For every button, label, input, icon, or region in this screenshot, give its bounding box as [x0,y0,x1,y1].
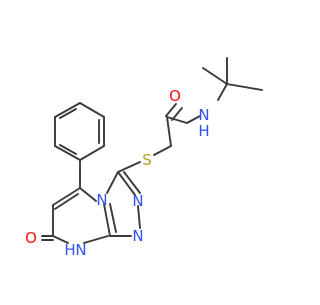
bond [117,171,136,196]
atom-n-amide: N [198,106,209,124]
bond [79,102,105,118]
bond [186,115,201,124]
bond [103,203,111,237]
atom-o-amide: O [169,87,181,105]
bond [79,187,97,202]
bond [165,103,177,117]
bond [117,161,141,173]
atom-s-thioether: S [142,151,152,169]
bond [171,107,183,121]
bond [52,235,69,244]
bonds [41,57,263,244]
bond [153,145,172,156]
bond [59,108,77,119]
bond [54,145,81,161]
atom-n-bridge: N [96,191,107,209]
bond [59,144,77,155]
bond [54,102,81,118]
atom-n-triazole-a: N [132,192,143,210]
bond [166,116,188,124]
structure-canvas: O N H S N N N O H N [25,57,263,259]
atom-o-keto: O [25,229,37,247]
atom-h-ring: H [64,241,75,259]
bond [109,203,117,233]
bond [83,235,109,244]
bond [202,67,228,85]
bond [217,83,228,101]
bond [137,205,141,229]
atom-labels: O N H S N N N O H N [25,87,210,259]
bond [106,171,119,194]
bond [123,171,141,194]
atom-h-amide: H [198,122,209,140]
bond [54,193,79,210]
bond [166,116,172,147]
molecule-structure: O N H S N N N O H N [25,57,263,259]
atom-n-triazole-b: N [132,227,143,245]
bond [52,187,81,206]
bond [79,145,105,161]
bond [226,83,263,91]
atom-n-ring: N [75,241,86,259]
